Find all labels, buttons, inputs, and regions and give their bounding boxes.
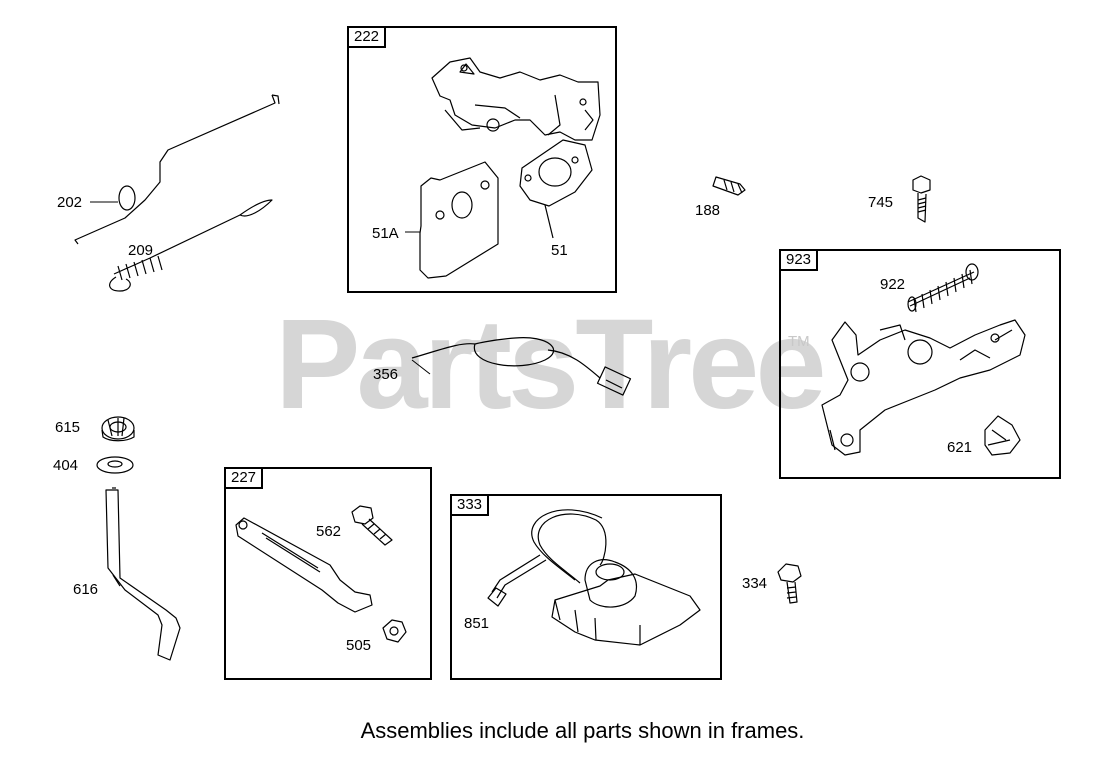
part-616-lever [105, 487, 181, 661]
callout-851[interactable]: 851 [464, 615, 490, 632]
part-209-governor-spring [109, 199, 273, 292]
frame-923-label: 923 [779, 249, 819, 271]
callout-745[interactable]: 745 [868, 194, 894, 211]
frame-227-label: 227 [224, 467, 264, 489]
part-922-spring [907, 263, 979, 313]
callout-202[interactable]: 202 [57, 194, 83, 211]
leader-lines [90, 201, 431, 375]
part-562-screw [351, 505, 393, 546]
callout-505[interactable]: 505 [346, 637, 372, 654]
part-621-clip [984, 415, 1021, 456]
part-334-screw [777, 563, 802, 604]
callout-209[interactable]: 209 [128, 242, 154, 259]
part-333-ignition-coil [487, 509, 701, 646]
watermark-trademark: TM [788, 333, 810, 350]
frame-222: 222 [347, 26, 617, 293]
frame-333: 333 [450, 494, 722, 680]
callout-621[interactable]: 621 [947, 439, 973, 456]
part-202-governor-link [74, 94, 280, 245]
part-745-screw [912, 175, 931, 223]
callout-404[interactable]: 404 [53, 457, 79, 474]
callout-616[interactable]: 616 [73, 581, 99, 598]
callout-188[interactable]: 188 [695, 202, 721, 219]
part-188-screw [712, 176, 746, 196]
callout-51[interactable]: 51 [551, 242, 568, 259]
part-51-gasket [519, 139, 593, 239]
watermark-brand: PartsTree [275, 293, 826, 436]
callout-356[interactable]: 356 [373, 366, 399, 383]
assemblies-footnote: Assemblies include all parts shown in fr… [360, 718, 805, 743]
part-356-wire [411, 337, 632, 396]
frame-227: 227 [224, 467, 432, 680]
callout-51A[interactable]: 51A [372, 225, 399, 242]
frame-333-label: 333 [450, 494, 490, 516]
part-51A-gasket [419, 161, 499, 279]
part-923-bracket [821, 319, 1026, 456]
part-404-washer [96, 456, 134, 474]
frame-923: 923 [779, 249, 1061, 479]
part-222-bracket [431, 57, 601, 141]
frame-222-label: 222 [347, 26, 387, 48]
part-615-nut [101, 416, 135, 442]
callout-615[interactable]: 615 [55, 419, 81, 436]
callout-922[interactable]: 922 [880, 276, 906, 293]
part-505-nut [382, 619, 407, 643]
part-227-lever [235, 517, 373, 613]
callout-334[interactable]: 334 [742, 575, 768, 592]
callout-562[interactable]: 562 [316, 523, 342, 540]
